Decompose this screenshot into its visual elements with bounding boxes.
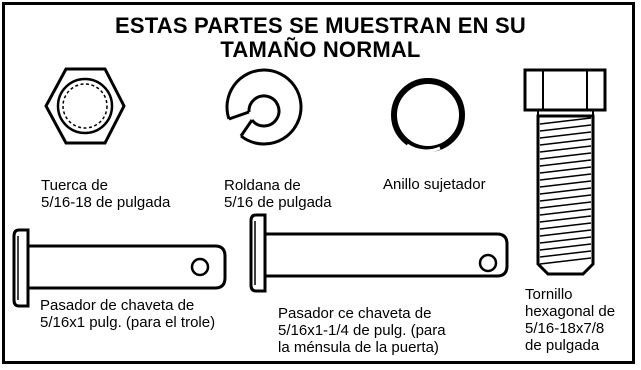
ring-label: Anillo sujetador: [383, 176, 486, 193]
retaining-ring-icon: [391, 78, 465, 153]
diagram-title: ESTAS PARTES SE MUESTRAN EN SU TAMAÑO NO…: [0, 14, 641, 62]
nut-label: Tuerca de 5/16-18 de pulgada: [41, 177, 171, 211]
washer-label: Roldana de 5/16 de pulgada: [224, 177, 332, 211]
hex-nut-icon: [44, 67, 126, 145]
clevis-pin-long-icon: [249, 213, 509, 293]
bolt-label: Tornillo hexagonal de 5/16-18x7/8 de pul…: [525, 286, 616, 354]
title-line-1: ESTAS PARTES SE MUESTRAN EN SU: [114, 13, 526, 38]
lock-washer-icon: [225, 68, 303, 146]
pin-long-label: Pasador ce chaveta de 5/16x1-1/4 de pulg…: [278, 305, 446, 356]
clevis-pin-short-icon: [12, 228, 227, 308]
pin-short-label: Pasador de chaveta de 5/16x1 pulg. (para…: [40, 297, 216, 331]
title-line-2: TAMAÑO NORMAL: [220, 37, 421, 62]
diagram-border: [2, 2, 635, 364]
hex-bolt-icon: [523, 68, 607, 276]
